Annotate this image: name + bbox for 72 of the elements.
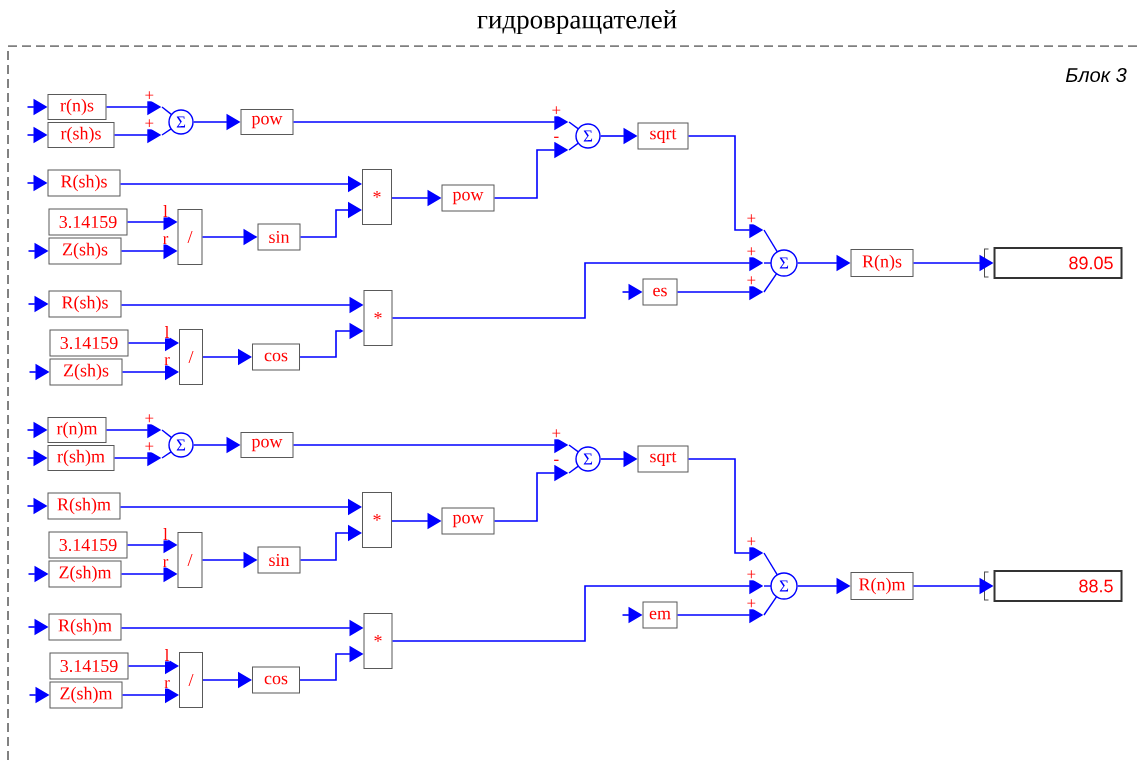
- edge-label: l: [164, 648, 170, 662]
- edge-label: r: [163, 679, 171, 689]
- edge-label: +: [551, 428, 562, 440]
- edge-label: +: [746, 246, 757, 258]
- input-block: Z(sh)m: [48, 560, 122, 588]
- function-block: pow: [441, 507, 495, 535]
- edge-label: +: [746, 275, 757, 287]
- function-block: pow: [240, 432, 294, 458]
- input-block: 3.14159: [48, 208, 128, 236]
- input-block: 3.14159: [48, 531, 128, 559]
- input-block: 3.14159: [49, 329, 129, 357]
- function-block: cos: [252, 343, 300, 371]
- function-block: *: [363, 613, 393, 669]
- input-block: Z(sh)s: [48, 237, 122, 265]
- input-block: es: [642, 278, 678, 306]
- display-field: 89.05: [984, 247, 1123, 279]
- function-block: *: [363, 290, 393, 346]
- function-block: /: [177, 209, 203, 265]
- input-block: Z(sh)s: [49, 358, 123, 386]
- arrow: [299, 524, 362, 561]
- function-block: cos: [252, 666, 300, 694]
- function-block: sin: [257, 546, 301, 574]
- input-block: em: [642, 601, 678, 629]
- function-block: *: [362, 169, 392, 225]
- function-block: sqrt: [637, 445, 689, 473]
- edge-label: l: [162, 527, 169, 541]
- function-block: R(n)m: [850, 572, 914, 600]
- function-block: /: [179, 652, 203, 708]
- input-block: R(sh)s: [47, 169, 121, 197]
- edge-label: +: [746, 569, 757, 581]
- function-block: sin: [257, 223, 301, 251]
- function-block: *: [362, 492, 392, 548]
- edge-label: +: [144, 413, 155, 425]
- function-block: /: [177, 532, 203, 588]
- function-block: /: [179, 329, 203, 385]
- edge-label: r: [163, 356, 171, 366]
- input-block: r(n)m: [47, 417, 107, 443]
- edge-label: r: [162, 235, 169, 245]
- summing-junction: Σ: [568, 444, 601, 474]
- summing-junction: Σ: [161, 429, 194, 459]
- edge-label: +: [144, 118, 155, 130]
- input-block: R(sh)m: [48, 613, 122, 641]
- edge-label: -: [553, 459, 560, 465]
- edge-label: +: [144, 441, 155, 453]
- input-block: r(n)s: [47, 94, 107, 120]
- edge-label: +: [144, 90, 155, 102]
- edge-label: +: [746, 536, 757, 548]
- input-block: r(sh)m: [47, 445, 115, 471]
- edge-label: +: [551, 105, 562, 117]
- input-block: 3.14159: [49, 652, 129, 680]
- function-block: R(n)s: [850, 249, 914, 277]
- title: гидровращателей: [477, 9, 677, 35]
- edge-label: +: [746, 598, 757, 610]
- display-field: 88.5: [984, 570, 1123, 602]
- summing-junction: Σ: [763, 552, 798, 616]
- block-label: Блок 3: [1065, 67, 1127, 83]
- summing-junction: Σ: [161, 106, 194, 136]
- function-block: pow: [240, 109, 294, 135]
- summing-junction: Σ: [763, 229, 798, 293]
- function-block: pow: [441, 184, 495, 212]
- arrow: [299, 201, 362, 238]
- input-block: R(sh)s: [48, 290, 122, 318]
- function-block: sqrt: [637, 122, 689, 150]
- edge-label: +: [746, 213, 757, 225]
- input-block: Z(sh)m: [49, 681, 123, 709]
- edge-label: -: [553, 136, 560, 142]
- edge-label: r: [162, 558, 169, 568]
- input-block: r(sh)s: [47, 122, 115, 148]
- summing-junction: Σ: [568, 121, 601, 151]
- edge-label: l: [162, 204, 169, 218]
- edge-label: l: [164, 325, 170, 339]
- input-block: R(sh)m: [47, 492, 121, 520]
